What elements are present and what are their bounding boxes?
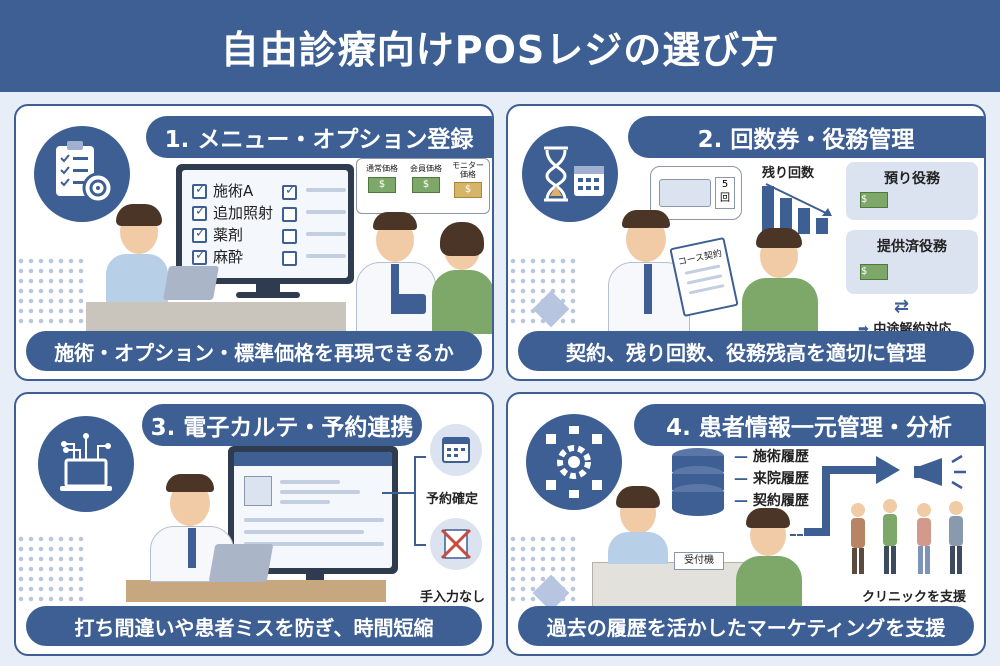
laptop-network-icon bbox=[38, 416, 134, 512]
prepaid-label: 預り役務 bbox=[884, 171, 940, 187]
growth-arrow-icon bbox=[800, 450, 910, 540]
menu-item: 薬剤 bbox=[213, 226, 244, 244]
title-bar: 自由診療向けPOSレジの選び方 bbox=[0, 0, 1000, 92]
price-label: 会員価格 bbox=[410, 164, 442, 173]
desk bbox=[126, 580, 386, 602]
gear-network-icon bbox=[526, 414, 622, 510]
menu-item: 麻酔 bbox=[213, 248, 244, 266]
remaining-label: 残り回数 bbox=[762, 166, 815, 181]
hourglass-icon bbox=[522, 126, 618, 222]
reception-desk bbox=[592, 562, 752, 608]
panel-title: 4. 患者情報一元管理・分析 bbox=[634, 404, 984, 446]
panel-patient-data: 4. 患者情報一元管理・分析 — 施術履歴 — 来院履歴 — 契約履歴 受付機 bbox=[506, 392, 986, 656]
desk bbox=[86, 302, 346, 332]
megaphone-icon bbox=[912, 448, 976, 496]
ticket-count: 5 回 bbox=[715, 177, 735, 209]
laptop-icon bbox=[208, 544, 274, 582]
menu-item: 施術A bbox=[213, 182, 254, 200]
provided-label: 提供済役務 bbox=[877, 239, 947, 255]
patients-group-icon bbox=[844, 498, 978, 578]
panel-footer: 契約、残り回数、役務残高を適切に管理 bbox=[518, 331, 974, 371]
provided-card: 提供済役務 $ bbox=[846, 230, 978, 294]
page-title: 自由診療向けPOSレジの選び方 bbox=[220, 27, 780, 72]
decor-dots bbox=[16, 256, 86, 326]
panel-title: 3. 電子カルテ・予約連携 bbox=[142, 404, 422, 446]
no-manual-label: 手入力なし bbox=[420, 590, 486, 605]
no-manual-input-icon bbox=[430, 518, 482, 570]
ticket-bubble: 5 回 bbox=[650, 166, 742, 220]
calendar-icon bbox=[430, 424, 482, 476]
ticket-icon bbox=[659, 179, 711, 207]
history-item: — 来院履歴 bbox=[734, 471, 809, 487]
panel-footer: 施術・オプション・標準価格を再現できるか bbox=[26, 331, 482, 371]
panel-tickets: 2. 回数券・役務管理 5 回 残り回数 預り役務 $ 提供済役務 $ ⇄ ➡ … bbox=[506, 104, 986, 381]
price-bubble: 通常価格$ 会員価格$ モニター 価格$ bbox=[356, 158, 490, 214]
database-icon bbox=[668, 446, 728, 518]
reservation-label: 予約確定 bbox=[426, 492, 479, 507]
history-item: — 施術履歴 bbox=[734, 449, 809, 465]
panel-integration: 3. 電子カルテ・予約連携 予約確定 手入力なし bbox=[14, 392, 494, 656]
price-label: モニター 価格 bbox=[452, 161, 484, 179]
declining-bar-chart-icon bbox=[758, 180, 838, 236]
menu-item: 追加照射 bbox=[213, 204, 274, 222]
menu-monitor: 施術A 追加照射 薬剤 麻酔 bbox=[176, 164, 354, 284]
history-item: — 契約履歴 bbox=[734, 493, 809, 509]
decor-dots bbox=[16, 534, 86, 604]
panel-title: 2. 回数券・役務管理 bbox=[628, 116, 984, 158]
price-label: 通常価格 bbox=[366, 164, 398, 173]
support-label: クリニックを支援 bbox=[862, 590, 967, 605]
tablet-icon bbox=[396, 294, 426, 314]
reception-sign: 受付機 bbox=[674, 552, 724, 570]
prepaid-card: 預り役務 $ bbox=[846, 162, 978, 220]
patient-photo-icon bbox=[244, 476, 272, 506]
panel-footer: 過去の履歴を活かしたマーケティングを支援 bbox=[518, 606, 974, 646]
panel-footer: 打ち間違いや患者ミスを防ぎ、時間短縮 bbox=[26, 606, 482, 646]
laptop-icon bbox=[163, 266, 219, 300]
exchange-arrows-icon: ⇄ bbox=[894, 296, 910, 317]
clipboard-checklist-icon bbox=[34, 126, 130, 222]
panel-menu-options: 1. メニュー・オプション登録 施術A 追加照射 薬剤 麻酔 通常価格$ 会員価… bbox=[14, 104, 494, 381]
panel-title: 1. メニュー・オプション登録 bbox=[146, 116, 492, 158]
